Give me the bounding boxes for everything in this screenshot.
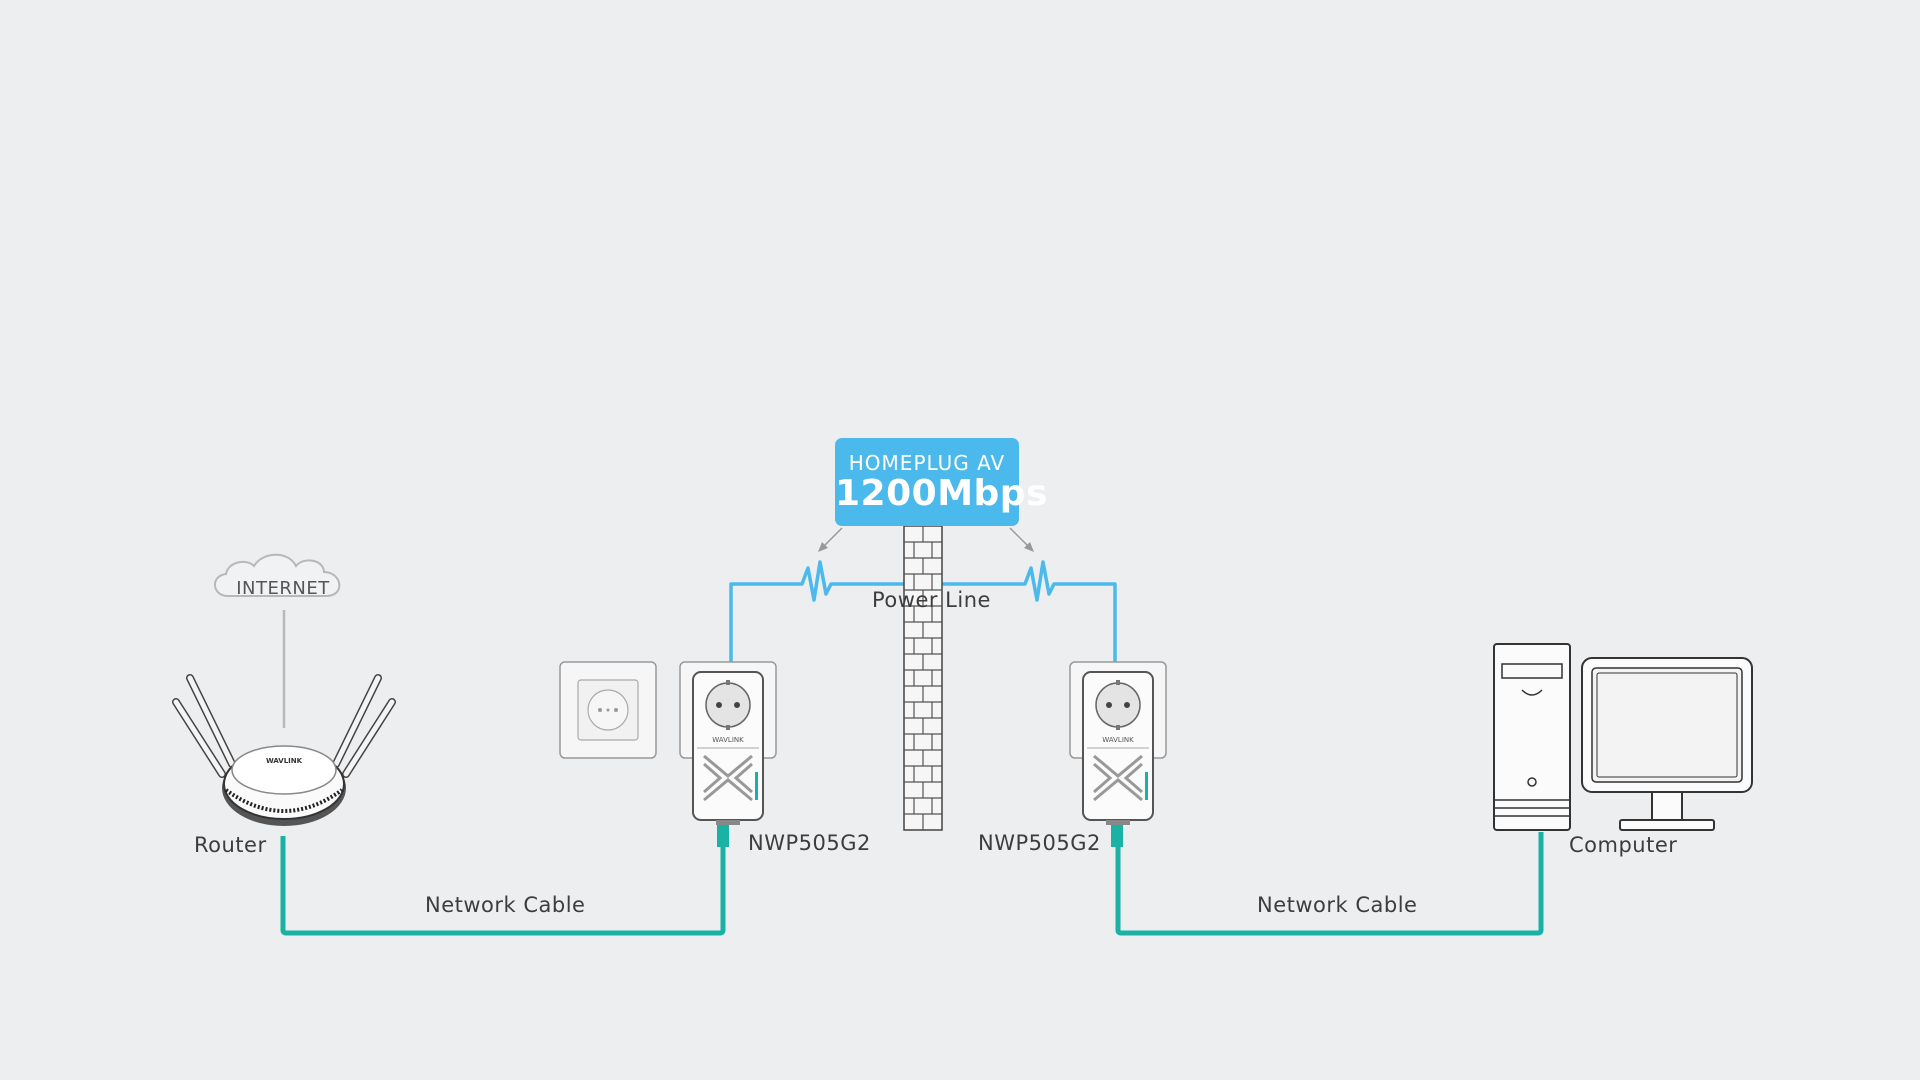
adapter-left-label: NWP505G2	[748, 831, 871, 855]
internet-label: INTERNET	[236, 578, 330, 599]
adapter-right-label: NWP505G2	[978, 831, 1101, 855]
badge-standard: HOMEPLUG AV	[848, 451, 1006, 475]
adapter-right-logo: WAVLINK	[1102, 736, 1134, 744]
computer-label: Computer	[1569, 833, 1678, 857]
router-icon	[172, 674, 396, 826]
computer-tower-icon	[1493, 643, 1571, 831]
signal-arrows	[818, 527, 1034, 552]
router-label: Router	[194, 833, 267, 857]
wall-outlet-icon	[559, 661, 657, 759]
power-line-label: Power Line	[872, 588, 991, 612]
monitor-icon	[1581, 657, 1753, 831]
network-cable-right	[1115, 832, 1544, 936]
internet-cloud-icon	[214, 553, 341, 728]
network-cable-left	[280, 836, 726, 936]
homeplug-badge: HOMEPLUG AV 1200Mbps	[835, 438, 1048, 526]
cable-left-label: Network Cable	[425, 893, 586, 917]
powerline-adapter-left-icon	[692, 671, 764, 847]
router-logo: WAVLINK	[266, 757, 303, 765]
powerline-adapter-right-icon	[1082, 671, 1154, 847]
wall-icon	[903, 525, 943, 831]
cable-right-label: Network Cable	[1257, 893, 1418, 917]
badge-speed: 1200Mbps	[835, 473, 1048, 514]
adapter-left-logo: WAVLINK	[712, 736, 744, 744]
